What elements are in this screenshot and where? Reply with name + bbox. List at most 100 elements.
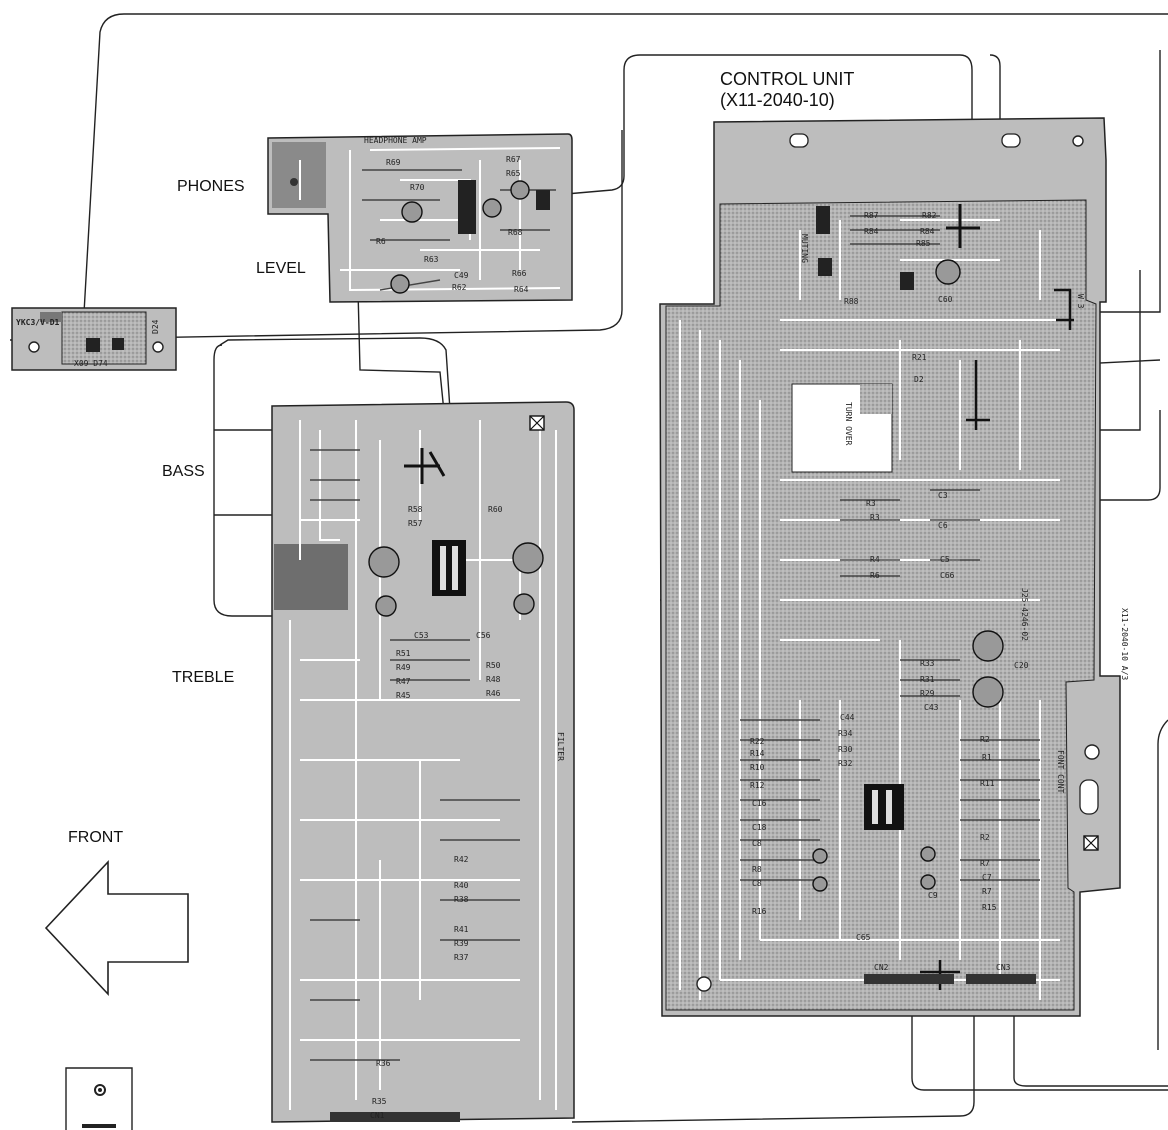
cn1-label: CN1 xyxy=(370,1111,385,1120)
svg-text:C8: C8 xyxy=(752,839,762,848)
svg-text:R68: R68 xyxy=(508,228,523,237)
cn3-label: CN3 xyxy=(996,963,1011,972)
svg-text:R41: R41 xyxy=(454,925,469,934)
svg-text:C43: C43 xyxy=(924,703,939,712)
phones-label: PHONES xyxy=(177,178,245,195)
svg-text:R39: R39 xyxy=(454,939,469,948)
control-unit-board: MUTING TURN OVER X11-2040-10 A/3 J25-424… xyxy=(659,117,1129,1017)
svg-text:R1: R1 xyxy=(982,753,992,762)
svg-text:R12: R12 xyxy=(750,781,765,790)
svg-text:R40: R40 xyxy=(454,881,469,890)
svg-text:R2: R2 xyxy=(980,833,990,842)
treble-label: TREBLE xyxy=(172,669,234,686)
svg-text:C18: C18 xyxy=(752,823,767,832)
wire-bottom-cn3 xyxy=(1013,970,1168,1087)
led-board: YKC3/V-D1 D24 X09-D74 xyxy=(11,307,177,371)
svg-text:R11: R11 xyxy=(980,779,995,788)
led-board-part-label: X09-D74 xyxy=(74,359,108,368)
small-bracket xyxy=(65,1067,133,1130)
svg-text:R82: R82 xyxy=(922,211,937,220)
svg-text:R85: R85 xyxy=(916,239,931,248)
control-unit-label: CONTROL UNIT xyxy=(720,69,854,89)
mount-hole-icon xyxy=(696,976,712,992)
svg-text:R7: R7 xyxy=(982,887,992,896)
svg-text:R62: R62 xyxy=(452,283,467,292)
svg-text:R14: R14 xyxy=(750,749,765,758)
svg-text:R31: R31 xyxy=(920,675,935,684)
svg-text:C8: C8 xyxy=(752,879,762,888)
svg-text:R51: R51 xyxy=(396,649,411,658)
svg-text:R87: R87 xyxy=(864,211,879,220)
svg-text:R36: R36 xyxy=(376,1059,391,1068)
font-cont-label: FONT CONT xyxy=(1056,750,1065,794)
front-arrow-icon xyxy=(44,859,189,997)
interconnect-wires xyxy=(9,13,1168,1123)
svg-text:R58: R58 xyxy=(408,505,423,514)
svg-text:C7: C7 xyxy=(982,873,992,882)
svg-text:R38: R38 xyxy=(454,895,469,904)
svg-text:C9: C9 xyxy=(928,891,938,900)
svg-text:R67: R67 xyxy=(506,155,521,164)
svg-text:R3: R3 xyxy=(866,499,876,508)
wire-top-loop xyxy=(83,13,1168,314)
svg-text:R46: R46 xyxy=(486,689,501,698)
svg-text:R34: R34 xyxy=(838,729,853,738)
svg-text:R70: R70 xyxy=(410,183,425,192)
svg-text:R7: R7 xyxy=(980,859,990,868)
bass-label: BASS xyxy=(162,463,205,480)
svg-text:R66: R66 xyxy=(512,269,527,278)
svg-text:R84: R84 xyxy=(920,227,935,236)
svg-text:C60: C60 xyxy=(938,295,953,304)
svg-text:R30: R30 xyxy=(838,745,853,754)
svg-text:C5: C5 xyxy=(940,555,950,564)
svg-text:R65: R65 xyxy=(506,169,521,178)
labels: CONTROL UNIT (X11-2040-10) PHONES LEVEL … xyxy=(68,69,854,846)
mount-hole-icon xyxy=(152,341,164,353)
svg-text:R45: R45 xyxy=(396,691,411,700)
mount-hole-icon xyxy=(28,341,40,353)
w3-label: W 3 xyxy=(1076,294,1085,309)
svg-text:C56: C56 xyxy=(476,631,491,640)
headphone-amp-title: HEADPHONE AMP xyxy=(364,136,427,145)
svg-text:R29: R29 xyxy=(920,689,935,698)
svg-text:R84: R84 xyxy=(864,227,879,236)
mount-hole-icon xyxy=(1072,135,1084,147)
wire-level-to-tone xyxy=(357,289,447,433)
svg-text:C3: C3 xyxy=(938,491,948,500)
wire-bottom-filter xyxy=(571,960,975,1123)
svg-text:R50: R50 xyxy=(486,661,501,670)
tone-filter-board: R58 R57 R60 C53 C56 R51 R49 R47 R45 R50 … xyxy=(271,401,575,1123)
level-label: LEVEL xyxy=(256,260,306,277)
wire-headphone-to-control xyxy=(565,54,973,230)
headphone-amp-board: HEADPHONE AMP R69 R70 R6 R63 C49 R62 R68… xyxy=(267,133,573,303)
svg-text:R22: R22 xyxy=(750,737,765,746)
svg-text:R4: R4 xyxy=(870,555,880,564)
svg-text:R3: R3 xyxy=(870,513,880,522)
wire-right-3 xyxy=(760,410,1161,501)
svg-text:R42: R42 xyxy=(454,855,469,864)
svg-text:R2: R2 xyxy=(980,735,990,744)
svg-text:R21: R21 xyxy=(912,353,927,362)
svg-text:R6: R6 xyxy=(376,237,386,246)
svg-text:R64: R64 xyxy=(514,285,529,294)
svg-text:R33: R33 xyxy=(920,659,935,668)
control-board-code2-label: J25-4246-02 xyxy=(1020,588,1029,641)
led-board-d24: D24 xyxy=(151,319,160,334)
filter-label: FILTER xyxy=(556,732,565,761)
control-board-code-label: X11-2040-10 A/3 xyxy=(1120,608,1129,680)
svg-text:R69: R69 xyxy=(386,158,401,167)
led-board-top-code: YKC3/V-D1 xyxy=(16,318,60,327)
wire-left-loop xyxy=(213,344,290,617)
svg-text:R48: R48 xyxy=(486,675,501,684)
wire-bass-loop xyxy=(219,337,451,411)
front-label: FRONT xyxy=(68,829,123,846)
control-unit-part-label: (X11-2040-10) xyxy=(720,90,835,110)
svg-text:C44: C44 xyxy=(840,713,855,722)
svg-text:R16: R16 xyxy=(752,907,767,916)
wire-right-lower xyxy=(1157,719,1168,1050)
svg-text:C53: C53 xyxy=(414,631,429,640)
svg-text:R57: R57 xyxy=(408,519,423,528)
svg-text:R6: R6 xyxy=(870,571,880,580)
svg-text:C66: C66 xyxy=(940,571,955,580)
